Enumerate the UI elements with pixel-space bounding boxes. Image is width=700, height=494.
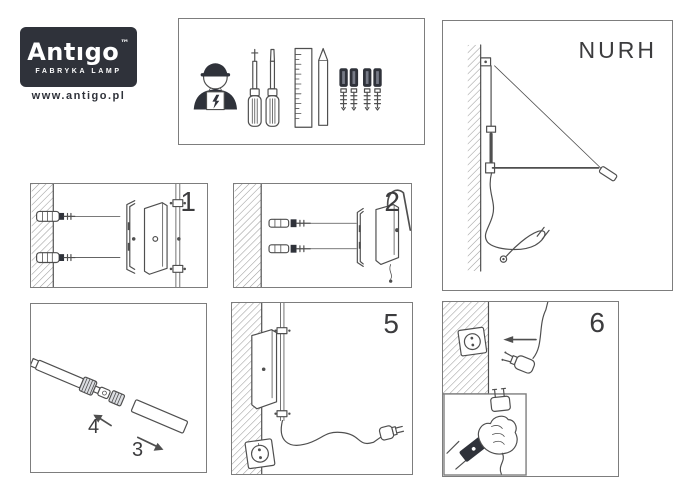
pencil-icon bbox=[318, 47, 329, 126]
power-cord bbox=[532, 302, 549, 359]
tools-panel bbox=[178, 18, 425, 145]
step-number: 1 bbox=[180, 186, 196, 217]
arrow-3 bbox=[136, 436, 158, 448]
brand-name: Antıgo™ bbox=[27, 37, 130, 66]
wall-hatch bbox=[234, 184, 262, 287]
step-number: 3 bbox=[132, 439, 144, 461]
cord-stub bbox=[499, 452, 504, 475]
tube-assembly-illustration bbox=[31, 357, 189, 451]
step5-illustration bbox=[232, 303, 405, 474]
step6-panel: 6 bbox=[442, 301, 619, 477]
mounting-bracket bbox=[126, 200, 136, 274]
lamp-body bbox=[375, 204, 400, 266]
step-number: 4 bbox=[88, 416, 100, 438]
wall-anchor-icon bbox=[36, 252, 121, 264]
overview-panel: NURH bbox=[442, 20, 673, 291]
wall-anchor-icon bbox=[36, 210, 121, 222]
step1-illustration bbox=[31, 184, 186, 287]
step2-illustration bbox=[234, 184, 411, 287]
step-number: 5 bbox=[383, 308, 399, 339]
tube-upper bbox=[35, 359, 84, 389]
wall-hatch bbox=[31, 184, 54, 287]
support-cable bbox=[494, 65, 603, 170]
wall-socket-icon bbox=[457, 326, 488, 357]
trademark-symbol: ™ bbox=[120, 38, 130, 49]
step3-4-panel: 4 3 bbox=[30, 303, 207, 473]
step6-illustration bbox=[443, 302, 549, 476]
wall-plug-screw-icon bbox=[339, 68, 348, 111]
tools-illustration bbox=[193, 47, 383, 128]
lamp-arm bbox=[386, 189, 411, 231]
electrician-icon bbox=[193, 63, 238, 111]
tube-lower bbox=[130, 399, 189, 434]
lamp-overview-illustration bbox=[467, 44, 618, 272]
hand-unplug-icon bbox=[446, 387, 518, 475]
wall-plug-screw-icon bbox=[372, 67, 383, 111]
held-plug bbox=[490, 387, 511, 412]
step1-panel: 1 bbox=[30, 183, 208, 288]
brand-tagline: FABRYKA LAMP bbox=[35, 67, 122, 75]
cord-stub bbox=[389, 264, 392, 280]
phillips-screwdriver-icon bbox=[247, 48, 262, 127]
lamp-body bbox=[131, 202, 181, 275]
arrow-4 bbox=[99, 417, 112, 427]
wall-socket-icon bbox=[244, 438, 276, 470]
flat-screwdriver-icon bbox=[265, 48, 280, 127]
lamp-body bbox=[251, 329, 278, 410]
wall-plug-screw-icon bbox=[349, 67, 359, 111]
mounting-bracket bbox=[356, 207, 364, 267]
step5-panel: 5 bbox=[231, 302, 413, 475]
tube-assembly bbox=[31, 357, 189, 434]
wall-anchor-icon bbox=[268, 244, 357, 254]
step2-panel: 2 bbox=[233, 183, 412, 288]
wall-anchor-icon bbox=[268, 218, 357, 228]
brand-website: www.antigo.pl bbox=[31, 90, 126, 102]
power-plug-icon bbox=[378, 425, 405, 441]
lamp-head bbox=[598, 166, 618, 182]
step-number: 2 bbox=[384, 186, 400, 217]
product-model: NURH bbox=[578, 37, 657, 63]
power-plug-icon bbox=[501, 351, 536, 374]
wall-hatch bbox=[467, 44, 481, 271]
ruler-icon bbox=[294, 47, 313, 128]
step-number: 6 bbox=[589, 307, 605, 338]
power-cord bbox=[280, 420, 381, 446]
bulb-holder bbox=[97, 386, 111, 400]
power-cord bbox=[484, 172, 546, 257]
logo-box: Antıgo™ FABRYKA LAMP bbox=[20, 27, 137, 87]
lamp-rod bbox=[280, 303, 285, 422]
wall-plug-screw-icon bbox=[362, 67, 372, 111]
